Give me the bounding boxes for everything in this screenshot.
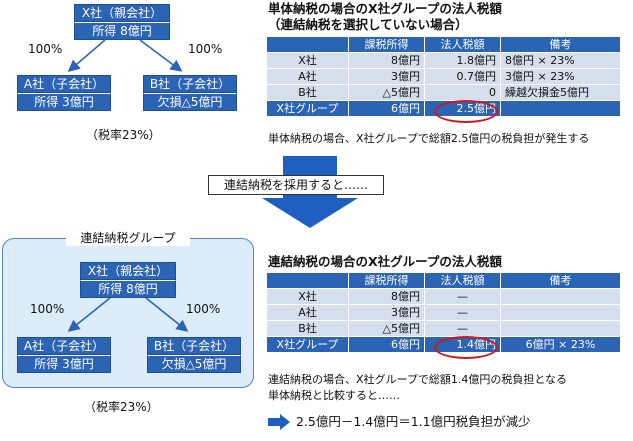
table-header-cell: 備考 xyxy=(500,272,621,289)
table-cell: X社グループ xyxy=(266,336,349,353)
top-heading-line1: 単体納税の場合のX社グループの法人税額 xyxy=(268,1,502,16)
table-cell: 3億円 xyxy=(348,304,425,321)
top-note: 単体納税の場合、X社グループで総額2.5億円の税負担が発生する xyxy=(268,132,590,145)
table-cell: 1.8億円 xyxy=(424,52,501,69)
transition-arrow-icon xyxy=(262,198,358,228)
table-cell: — xyxy=(424,288,501,305)
table-cell: △5億円 xyxy=(348,84,425,101)
table-cell: 6億円 xyxy=(348,100,425,117)
table-cell: 8億円 xyxy=(348,288,425,305)
top-highlight-ring xyxy=(434,100,498,123)
top-pct-right: 100% xyxy=(188,42,223,56)
table-cell: A社 xyxy=(266,68,349,85)
table-cell: 6億円 xyxy=(348,336,425,353)
bottom-table-header-row: 課税所得 法人税額 備考 xyxy=(266,272,621,289)
top-connector-arrows xyxy=(67,39,183,72)
table-cell: B社 xyxy=(266,84,349,101)
bottom-parent-name: X社（親会社） xyxy=(80,262,176,280)
table-cell: 0.7億円 xyxy=(424,68,501,85)
table-row: A社 3億円 0.7億円 3億円 × 23% xyxy=(266,68,621,85)
top-parent-value: 所得 8億円 xyxy=(74,22,170,40)
table-cell: 8億円 × 23% xyxy=(500,52,621,69)
table-cell: 6億円 × 23% xyxy=(500,336,621,353)
table-cell: △5億円 xyxy=(348,320,425,337)
bottom-child-b-name: B社（子会社） xyxy=(147,337,241,355)
bottom-pct-left: 100% xyxy=(30,302,65,316)
bottom-heading: 連結納税の場合のX社グループの法人税額 xyxy=(268,254,502,269)
table-cell xyxy=(500,320,621,337)
table-cell: — xyxy=(424,320,501,337)
transition-callout: 連結納税を採用すると…… xyxy=(208,175,384,195)
table-cell: B社 xyxy=(266,320,349,337)
top-child-b-value: 欠損△5億円 xyxy=(143,93,237,111)
top-child-a-name: A社（子会社） xyxy=(17,75,111,93)
table-cell: A社 xyxy=(266,304,349,321)
table-cell: — xyxy=(424,304,501,321)
bottom-tax-table: 課税所得 法人税額 備考 X社 8億円 — A社 3億円 — B社 △5億円 —… xyxy=(266,272,621,353)
bottom-arrow-left xyxy=(67,297,111,332)
table-header-cell: 備考 xyxy=(500,36,621,53)
table-row: B社 △5億円 0 繰越欠損金5億円 xyxy=(266,84,621,101)
conclusion-arrow-icon xyxy=(268,414,290,430)
top-arrow-right xyxy=(139,39,183,72)
table-row: X社 8億円 1.8億円 8億円 × 23% xyxy=(266,52,621,69)
consolidated-group-title: 連結納税グループ xyxy=(66,230,190,246)
bottom-connector-arrows xyxy=(67,297,189,332)
table-row: A社 3億円 — xyxy=(266,304,621,321)
top-tax-rate: （税率23%） xyxy=(86,128,161,142)
table-cell: X社 xyxy=(266,52,349,69)
table-cell: 0 xyxy=(424,84,501,101)
table-cell xyxy=(500,288,621,305)
table-header-cell xyxy=(266,272,349,289)
table-row: B社 △5億円 — xyxy=(266,320,621,337)
top-pct-left: 100% xyxy=(28,42,63,56)
table-header-cell: 法人税額 xyxy=(424,272,501,289)
conclusion-text: 2.5億円－1.4億円＝1.1億円税負担が減少 xyxy=(296,414,531,429)
top-table-header-row: 課税所得 法人税額 備考 xyxy=(266,36,621,53)
bottom-note-line2: 単体納税と比較すると…… xyxy=(268,389,400,402)
table-cell: 3億円 xyxy=(348,68,425,85)
bottom-pct-right: 100% xyxy=(186,302,221,316)
bottom-parent-value: 所得 8億円 xyxy=(80,280,176,298)
table-header-cell: 法人税額 xyxy=(424,36,501,53)
table-cell: 8億円 xyxy=(348,52,425,69)
top-child-b-name: B社（子会社） xyxy=(143,75,237,93)
bottom-child-b-value: 欠損△5億円 xyxy=(147,355,241,373)
table-header-cell: 課税所得 xyxy=(348,272,425,289)
table-cell: X社グループ xyxy=(266,100,349,117)
table-header-cell: 課税所得 xyxy=(348,36,425,53)
bottom-arrow-right xyxy=(145,297,189,332)
top-child-a-value: 所得 3億円 xyxy=(17,93,111,111)
bottom-child-a-name: A社（子会社） xyxy=(17,337,111,355)
table-cell: 3億円 × 23% xyxy=(500,68,621,85)
table-cell: X社 xyxy=(266,288,349,305)
table-cell xyxy=(500,304,621,321)
bottom-note-line1: 連結納税の場合、X社グループで総額1.4億円の税負担となる xyxy=(268,373,568,386)
bottom-child-a-value: 所得 3億円 xyxy=(17,355,111,373)
bottom-tax-rate: （税率23%） xyxy=(84,400,159,414)
bottom-highlight-ring xyxy=(434,336,498,359)
top-heading-line2: （連結納税を選択していない場合） xyxy=(268,17,468,32)
table-cell xyxy=(500,100,621,117)
top-arrow-left xyxy=(67,39,106,72)
table-cell: 繰越欠損金5億円 xyxy=(500,84,621,101)
table-row: X社 8億円 — xyxy=(266,288,621,305)
top-parent-name: X社（親会社） xyxy=(74,4,170,22)
table-header-cell xyxy=(266,36,349,53)
